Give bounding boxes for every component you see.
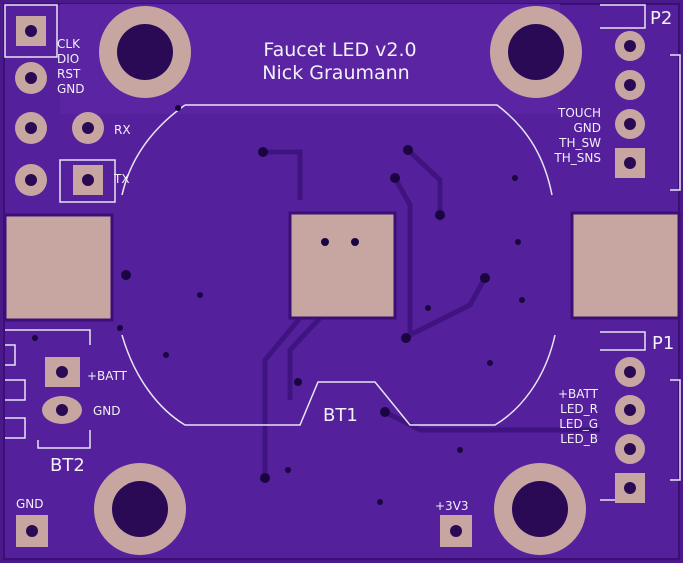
battery-pads [3,211,681,322]
mounting-holes [94,6,586,555]
label-p1: P1 [652,333,674,354]
label-tx: TX [113,172,130,186]
vias [32,105,525,505]
label-th-sns: TH_SNS [553,151,601,165]
th-pads [15,16,645,547]
label-bt1: BT1 [323,405,358,426]
label-p2: P2 [650,8,672,29]
label-clk: CLK [57,37,81,51]
label-led-r: LED_R [560,402,598,416]
pad-center [288,211,397,320]
board-author: Nick Graumann [262,62,409,84]
label-led-b: LED_B [560,432,598,446]
label-th-sw: TH_SW [558,136,601,150]
label-3v3: +3V3 [435,499,469,513]
label-gnd-top-left: GND [57,82,85,96]
silkscreen-text: Faucet LED v2.0 Nick Graumann CLK DIO RS… [16,8,674,513]
pad-left [3,213,114,322]
label-batt-p1: +BATT [558,387,599,401]
board-title: Faucet LED v2.0 [263,39,416,61]
label-rst: RST [57,67,81,81]
label-gnd-p2: GND [573,121,601,135]
pad-right [570,211,681,320]
label-rx: RX [114,123,131,137]
label-led-g: LED_G [559,417,598,431]
left-outlines [4,4,681,501]
label-bt2: BT2 [50,455,85,476]
label-dio: DIO [57,52,79,66]
label-gnd-bottom: GND [16,497,44,511]
bt1-outline [121,104,556,426]
label-gnd-bt2: GND [93,404,121,418]
label-touch: TOUCH [557,106,601,120]
label-batt-bt2: +BATT [87,369,128,383]
